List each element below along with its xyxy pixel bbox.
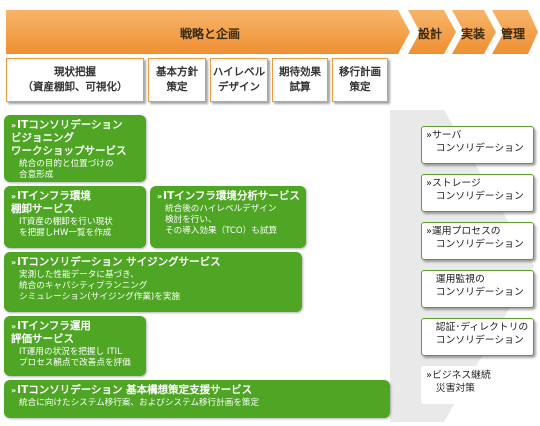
ops-eval-desc: IT運用の状況を把握し ITIL プロセス観点で改善点を評価: [19, 347, 131, 368]
operation-arrow-shape: [492, 10, 538, 54]
design-arrow-shape: [408, 10, 456, 54]
bullet-icon: »: [11, 192, 17, 201]
service-inventory: »ITインフラ環境 棚卸サービス IT資産の棚卸を行い現状 を把握しHW一覧を作…: [4, 186, 146, 248]
step-label: 現状把握 （資産棚卸、可視化）: [22, 66, 128, 93]
bullet-icon: »: [157, 192, 163, 201]
step-label: 移行計画 策定: [339, 66, 381, 93]
bullet-icon: »: [11, 386, 17, 395]
strategy-arrow-shape: [6, 10, 410, 54]
consolidation-bcp: »ビジネス継続 災害対策: [421, 366, 534, 404]
basic-plan-title: ITコンソリデーション 基本構想策定支援サービス: [17, 384, 253, 396]
step-basic-policy: 基本方針 策定: [148, 58, 206, 102]
operation-stage-label: 管理: [500, 27, 525, 41]
stage-arrows: [6, 10, 538, 54]
service-title: »ITコンソリデーション 基本構想策定支援サービス: [11, 384, 384, 397]
workshop-title: ITコンソリデーション ビジョニング ワークショップサービス: [11, 119, 127, 157]
service-workshop: »ITコンソリデーション ビジョニング ワークショップサービス 統合の目的と位置…: [4, 115, 146, 182]
service-title: »ITインフラ運用 評価サービス: [11, 320, 140, 346]
consolidation-server: »サーバ コンソリデーション: [421, 126, 534, 164]
consolidation-storage: »ストレージ コンソリデーション: [421, 174, 534, 212]
service-ops-eval: »ITインフラ運用 評価サービス IT運用の状況を把握し ITIL プロセス観点…: [4, 316, 146, 376]
consolidation-ops-process: »運用プロセスの コンソリデーション: [421, 222, 534, 260]
strategy-stage-label: 戦略と企画: [179, 27, 240, 41]
ops-eval-title: ITインフラ運用 評価サービス: [11, 320, 91, 345]
bullet-icon: »: [11, 121, 17, 130]
service-analysis: »ITインフラ環境分析サービス 統合後のハイレベルデザイン 検討を行い、 その導…: [150, 186, 306, 248]
service-title: »ITインフラ環境分析サービス: [157, 190, 300, 203]
implementation-arrow-shape: [452, 10, 496, 54]
service-sizing: »ITコンソリデーション サイジングサービス 実測した性能データに基づき、 統合…: [4, 252, 302, 312]
step-label: 期待効果 試算: [279, 66, 321, 93]
bullet-icon: »: [11, 322, 17, 331]
workshop-desc: 統合の目的と位置づけの 合意形成: [19, 159, 114, 180]
implementation-stage-label: 実装: [460, 27, 485, 41]
sizing-title: ITコンソリデーション サイジングサービス: [17, 256, 221, 268]
design-stage-label: 設計: [417, 27, 442, 41]
service-basic-plan: »ITコンソリデーション 基本構想策定支援サービス 統合に向けたシステム移行案、…: [4, 380, 390, 418]
sizing-desc: 実測した性能データに基づき、 統合のキャパシティプランニング シミュレーション(…: [19, 270, 181, 302]
step-expected-effect: 期待効果 試算: [272, 58, 328, 102]
step-label: 基本方針 策定: [156, 66, 198, 93]
step-label: ハイレベル デザイン: [212, 66, 266, 93]
analysis-desc: 統合後のハイレベルデザイン 検討を行い、 その導入効果（TCO）も試算: [165, 204, 278, 236]
step-current-assessment: 現状把握 （資産棚卸、可視化）: [6, 58, 144, 102]
consolidation-auth-directory: 認証･ディレクトリの コンソリデーション: [421, 318, 534, 356]
step-high-level-design: ハイレベル デザイン: [210, 58, 268, 102]
consolidation-ops-monitoring: 運用監視の コンソリデーション: [421, 270, 534, 308]
inventory-desc: IT資産の棚卸を行い現状 を把握しHW一覧を作成: [19, 217, 113, 238]
service-title: »ITコンソリデーション ビジョニング ワークショップサービス: [11, 119, 140, 158]
inventory-title: ITインフラ環境 棚卸サービス: [11, 190, 91, 215]
service-title: »ITコンソリデーション サイジングサービス: [11, 256, 296, 269]
service-title: »ITインフラ環境 棚卸サービス: [11, 190, 140, 216]
step-migration-plan: 移行計画 策定: [332, 58, 388, 102]
basic-plan-desc: 統合に向けたシステム移行案、およびシステム移行計画を策定: [19, 398, 260, 408]
bullet-icon: »: [11, 258, 17, 267]
analysis-title: ITインフラ環境分析サービス: [163, 190, 300, 202]
